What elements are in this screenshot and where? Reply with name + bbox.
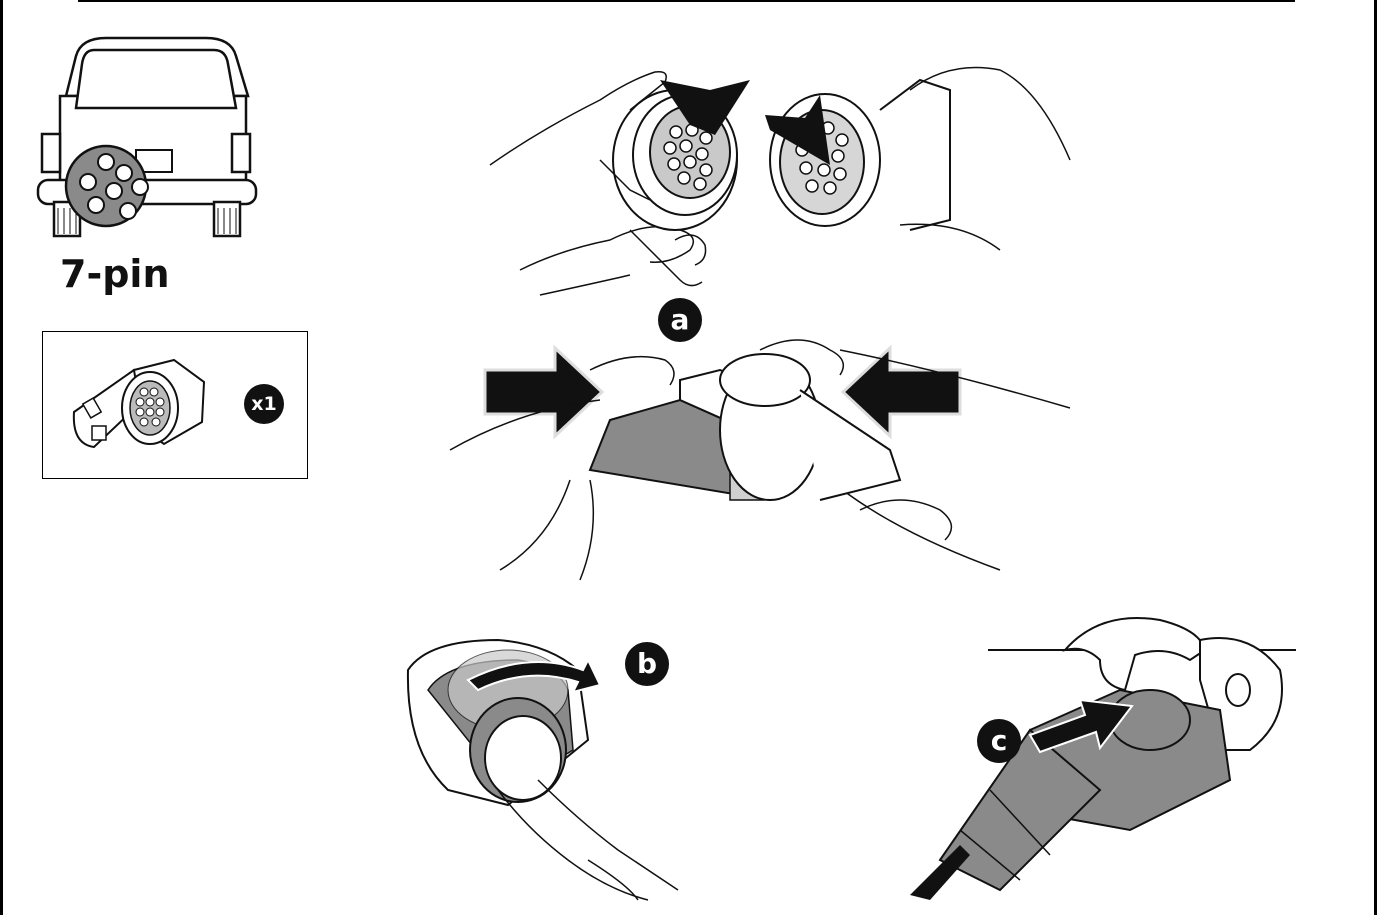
quantity-badge: x1 <box>244 384 284 424</box>
socket-type-label: 7-pin <box>60 252 170 296</box>
step-b-badge: b <box>625 642 669 686</box>
push-arrow-icon <box>900 600 1300 900</box>
top-rule <box>78 0 1295 2</box>
hands-connector-icon <box>480 50 1080 300</box>
car-rear-icon <box>36 36 268 246</box>
adapter-icon <box>64 352 224 462</box>
step-c-badge: c <box>977 719 1021 763</box>
press-arrow-icon <box>440 330 1080 590</box>
